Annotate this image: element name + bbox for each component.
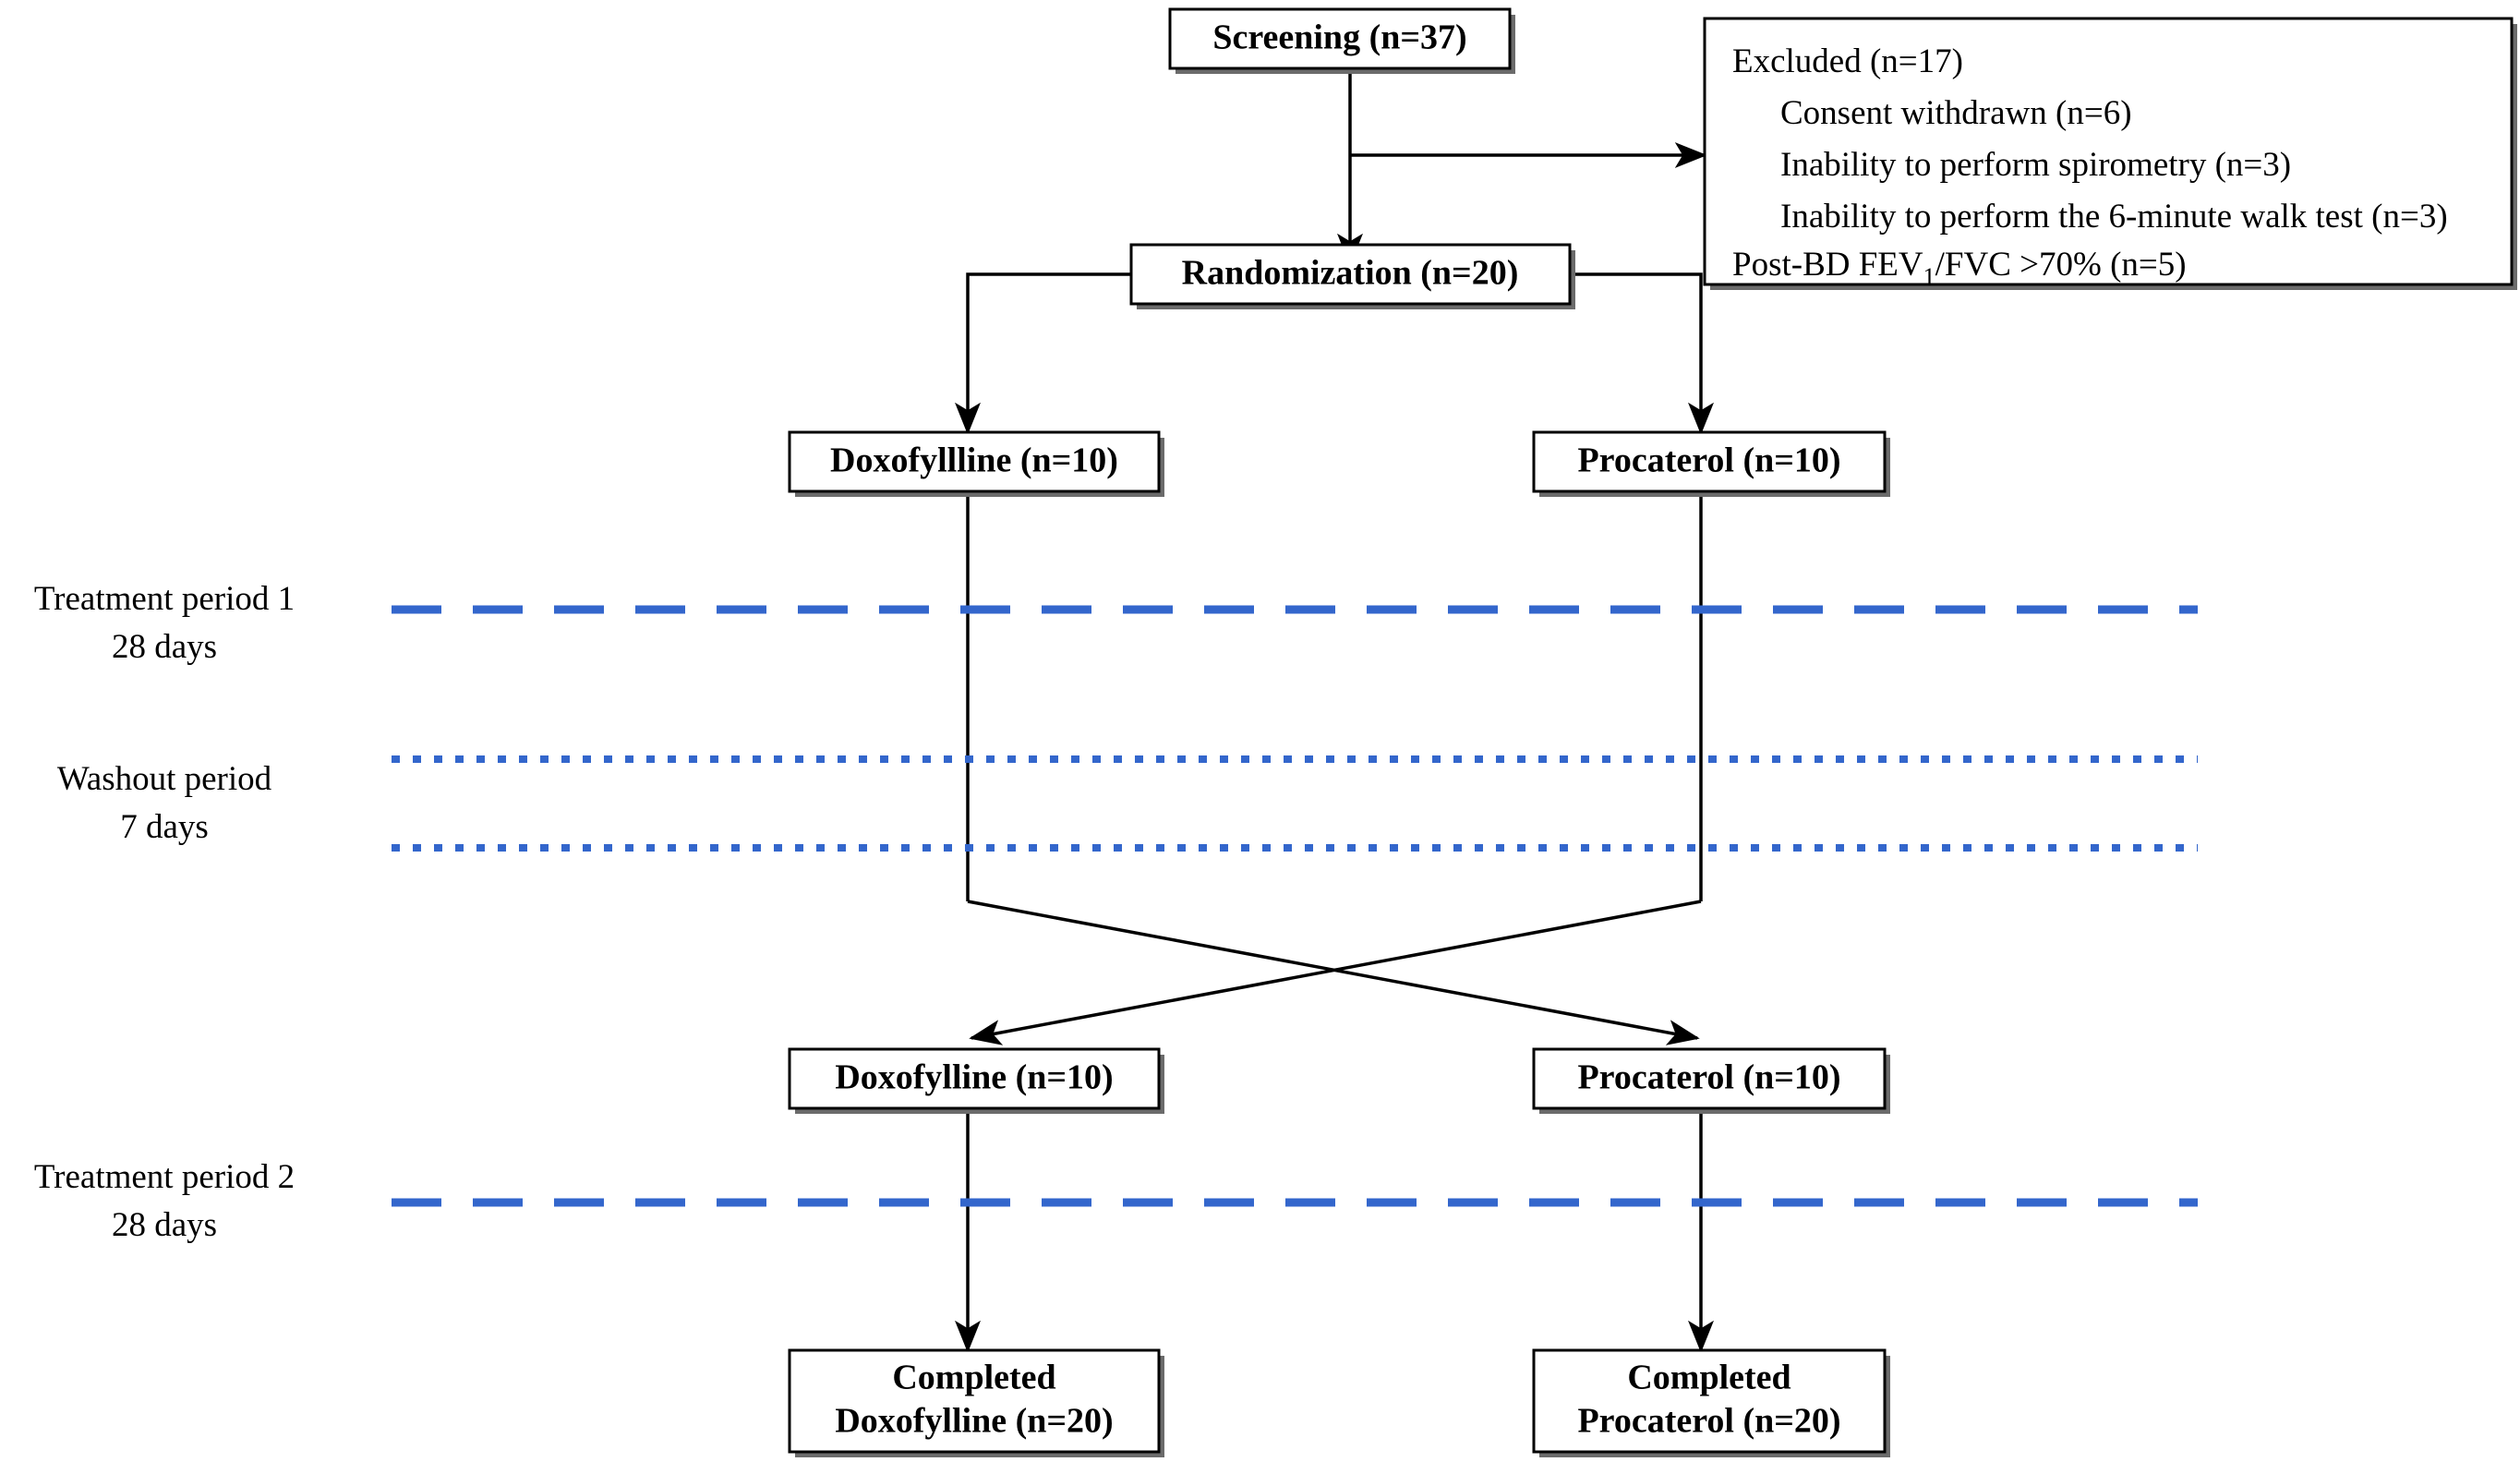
node-arm1-doxofylline[interactable]: Doxofyllline (n=10) bbox=[788, 430, 1164, 497]
node-completed-left-box bbox=[788, 1348, 1161, 1454]
connector-randomization-to-arm1-right bbox=[1570, 272, 1714, 435]
node-randomization-label: Randomization (n=20) bbox=[1182, 254, 1519, 293]
node-randomization-box bbox=[1129, 243, 1572, 306]
washout-period-line1: Washout period bbox=[57, 760, 272, 798]
node-completed-procaterol[interactable]: Completed Procaterol (n=20) bbox=[1532, 1348, 1890, 1457]
node-screening-box bbox=[1168, 7, 1512, 70]
node-completed-right-box bbox=[1532, 1348, 1887, 1454]
excluded-reason-1: Inability to perform spirometry (n=3) bbox=[1780, 146, 2291, 184]
node-arm2-right-label: Procaterol (n=10) bbox=[1577, 1058, 1840, 1097]
excluded-fev-suffix: /FVC >70% (n=5) bbox=[1935, 246, 2187, 284]
treatment-period-2-line2: 28 days bbox=[112, 1206, 217, 1244]
excluded-reason-0: Consent withdrawn (n=6) bbox=[1780, 94, 2132, 132]
excluded-fev-subscript: 1 bbox=[1923, 263, 1935, 290]
excluded-reason-fev: Post-BD FEV1/FVC >70% (n=5) bbox=[1732, 246, 2187, 290]
treatment-period-2-line1: Treatment period 2 bbox=[34, 1158, 295, 1196]
washout-period-line2: 7 days bbox=[120, 808, 209, 846]
node-arm2-procaterol[interactable]: Procaterol (n=10) bbox=[1532, 1047, 1890, 1114]
treatment-period-1-line1: Treatment period 1 bbox=[34, 580, 295, 618]
node-randomization[interactable]: Randomization (n=20) bbox=[1129, 243, 1575, 309]
label-washout-period: Washout period 7 days bbox=[57, 760, 272, 846]
node-screening[interactable]: Screening (n=37) bbox=[1168, 7, 1515, 74]
excluded-fev-prefix: Post-BD FEV bbox=[1732, 246, 1923, 284]
excluded-reason-2: Inability to perform the 6-minute walk t… bbox=[1780, 198, 2448, 236]
node-excluded[interactable]: Excluded (n=17) Consent withdrawn (n=6) … bbox=[1703, 17, 2517, 290]
treatment-period-1-line2: 28 days bbox=[112, 628, 217, 666]
node-arm2-left-label: Doxofylline (n=10) bbox=[835, 1058, 1113, 1097]
connector-randomization-to-arm1-left bbox=[955, 272, 1131, 435]
node-completed-doxofylline[interactable]: Completed Doxofylline (n=20) bbox=[788, 1348, 1164, 1457]
node-arm1-left-label: Doxofyllline (n=10) bbox=[830, 441, 1118, 480]
node-screening-label: Screening (n=37) bbox=[1212, 18, 1466, 57]
connector-crossover-right-to-left bbox=[969, 900, 1702, 1045]
node-arm2-right-box bbox=[1532, 1047, 1887, 1110]
node-excluded-box bbox=[1703, 17, 2514, 286]
node-arm2-left-box bbox=[788, 1047, 1161, 1110]
node-completed-right-line1: Completed bbox=[1627, 1359, 1791, 1397]
node-arm1-right-label: Procaterol (n=10) bbox=[1577, 441, 1840, 480]
node-arm1-procaterol[interactable]: Procaterol (n=10) bbox=[1532, 430, 1890, 497]
node-completed-left-line1: Completed bbox=[892, 1359, 1055, 1397]
excluded-title: Excluded (n=17) bbox=[1732, 42, 1963, 80]
node-arm1-right-box bbox=[1532, 430, 1887, 493]
node-arm1-left-box bbox=[788, 430, 1161, 493]
node-completed-right-line2: Procaterol (n=20) bbox=[1577, 1402, 1840, 1441]
label-treatment-period-1: Treatment period 1 28 days bbox=[34, 580, 295, 666]
node-arm2-doxofylline[interactable]: Doxofylline (n=10) bbox=[788, 1047, 1164, 1114]
node-completed-left-line2: Doxofylline (n=20) bbox=[835, 1402, 1113, 1441]
label-treatment-period-2: Treatment period 2 28 days bbox=[34, 1158, 295, 1244]
